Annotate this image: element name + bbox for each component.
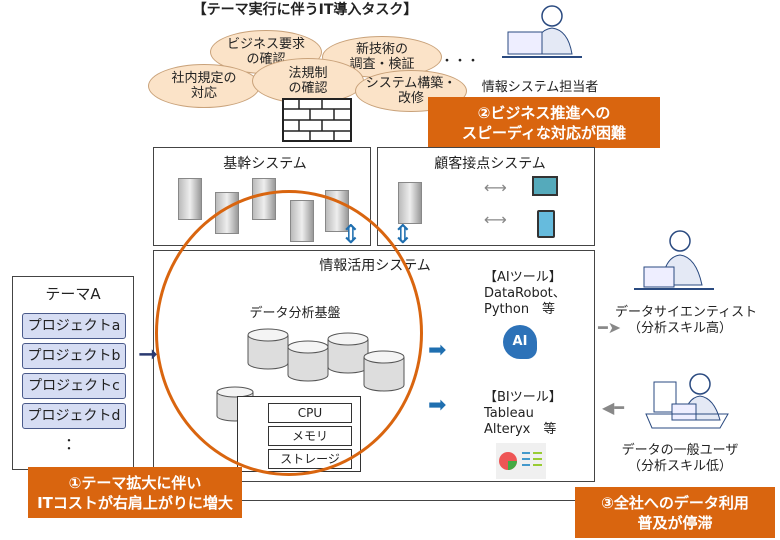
it-staff-person-icon	[502, 5, 582, 58]
it-staff-label: 情報システム担当者	[481, 80, 599, 95]
double-arrow-icon: ⟷	[484, 178, 507, 197]
smartphone-icon	[537, 210, 555, 238]
data-scientist-label: データサイエンティスト（分析スキル高）	[615, 305, 758, 336]
right-arrow-icon: ━➤	[598, 318, 622, 337]
monitor-icon	[532, 176, 558, 196]
dashboard-icon	[496, 443, 546, 479]
wall-icon	[282, 98, 352, 142]
data-scientist-person-icon	[634, 230, 714, 290]
task-build: システム構築・改修	[355, 70, 467, 112]
task-law: 法規制の確認	[252, 58, 364, 104]
theme-title: テーマA	[45, 285, 101, 303]
general-user-person-icon	[645, 373, 729, 429]
more-projects: ：	[64, 434, 81, 453]
double-arrow-icon: ⟷	[484, 210, 507, 229]
title: 【テーマ実行に伴うIT導入タスク】	[192, 2, 418, 18]
highlight-circle	[155, 190, 423, 476]
project-a: プロジェクトa	[22, 313, 126, 339]
left-arrow-icon: ◀━	[602, 398, 624, 417]
ai-tools: 【AIツール】DataRobot、Python 等	[484, 270, 566, 317]
server-icon	[398, 182, 422, 224]
project-c: プロジェクトc	[22, 373, 126, 399]
customer-system-label: 顧客接点システム	[434, 156, 546, 172]
core-system-label: 基幹システム	[223, 156, 307, 172]
server-icon	[178, 178, 202, 220]
vertical-arrow-icon: ⇕	[392, 220, 414, 250]
task-rules: 社内規定の対応	[148, 64, 260, 108]
general-user-label: データの一般ユーザ（分析スキル低）	[621, 443, 739, 474]
project-d: プロジェクトd	[22, 403, 126, 429]
callout-2: ②ビジネス推進へのスピーディな対応が困難	[428, 97, 660, 148]
right-arrow-icon: ➡	[428, 393, 447, 418]
right-arrow-icon: ➡	[428, 338, 447, 363]
ellipsis: ・・・	[440, 54, 480, 69]
ai-brain-icon: AI	[503, 325, 537, 359]
project-b: プロジェクトb	[22, 343, 126, 369]
divider	[240, 500, 580, 501]
callout-3: ③全社へのデータ利用普及が停滞	[575, 487, 775, 538]
right-arrow-icon: ➞	[138, 340, 159, 368]
